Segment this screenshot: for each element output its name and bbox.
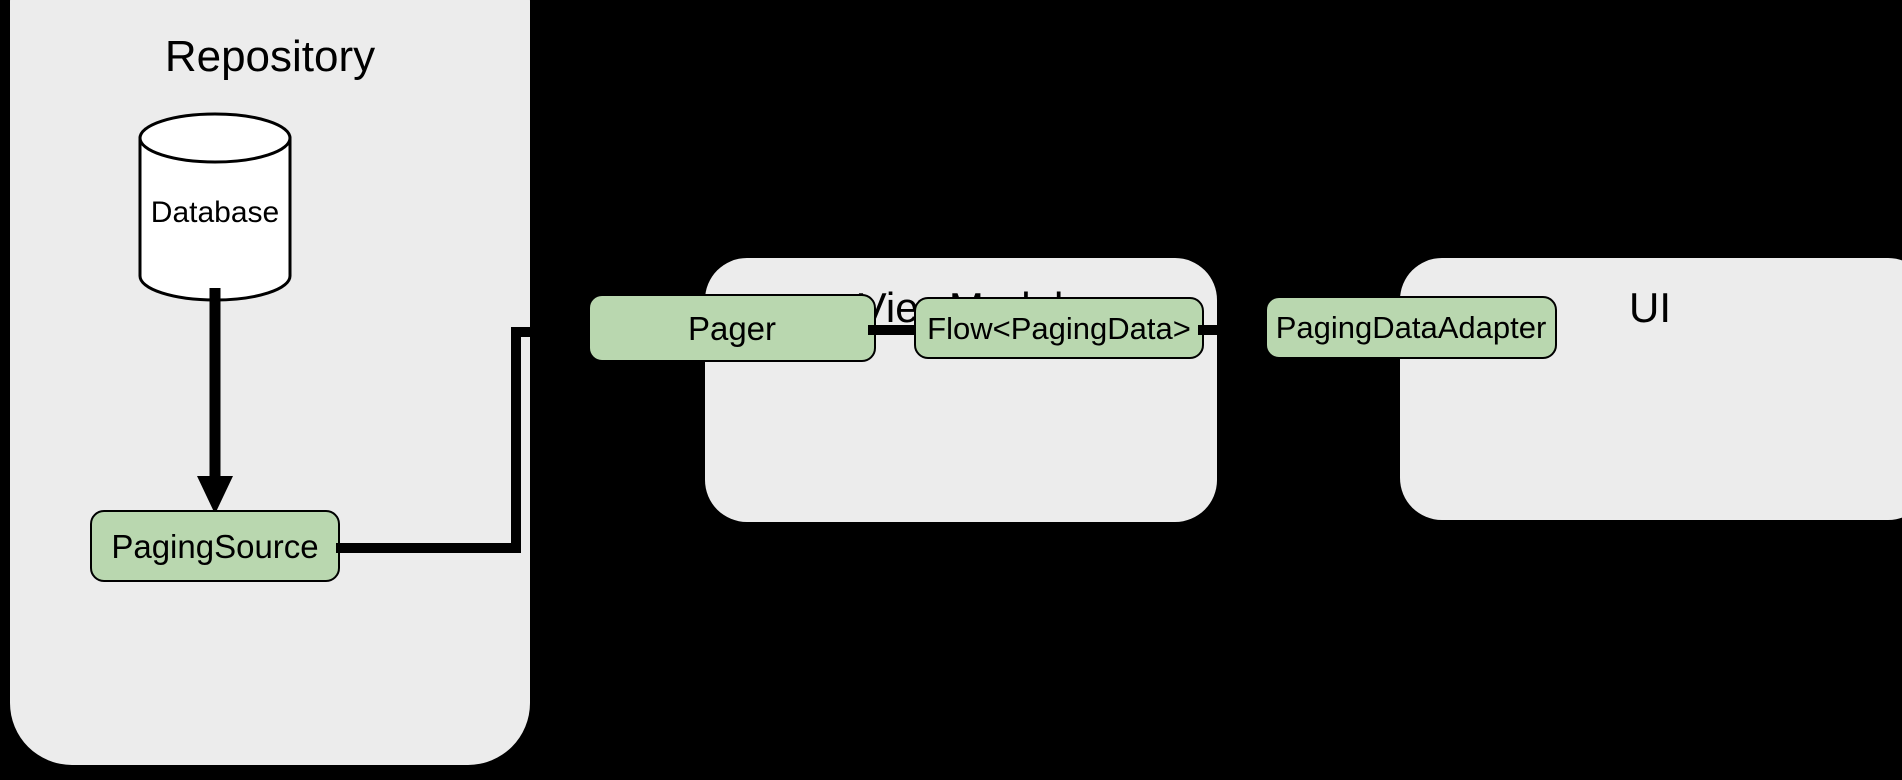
node-database[interactable]: Database	[138, 112, 292, 302]
node-paging-source-label: PagingSource	[111, 527, 319, 565]
group-repository-title: Repository	[164, 32, 376, 81]
node-database-label: Database	[150, 196, 280, 229]
node-paging-source[interactable]: PagingSource	[90, 510, 340, 582]
database-cylinder-icon	[138, 112, 292, 302]
node-paging-data-adapter-label: PagingDataAdapter	[1275, 310, 1547, 345]
node-pager-label: Pager	[687, 309, 777, 347]
node-pager[interactable]: Pager	[588, 294, 876, 362]
group-ui-title: UI	[1629, 284, 1671, 331]
node-flow-paging-data-label: Flow<PagingData>	[927, 310, 1191, 346]
node-paging-data-adapter[interactable]: PagingDataAdapter	[1265, 296, 1557, 359]
node-flow-paging-data[interactable]: Flow<PagingData>	[914, 297, 1204, 359]
